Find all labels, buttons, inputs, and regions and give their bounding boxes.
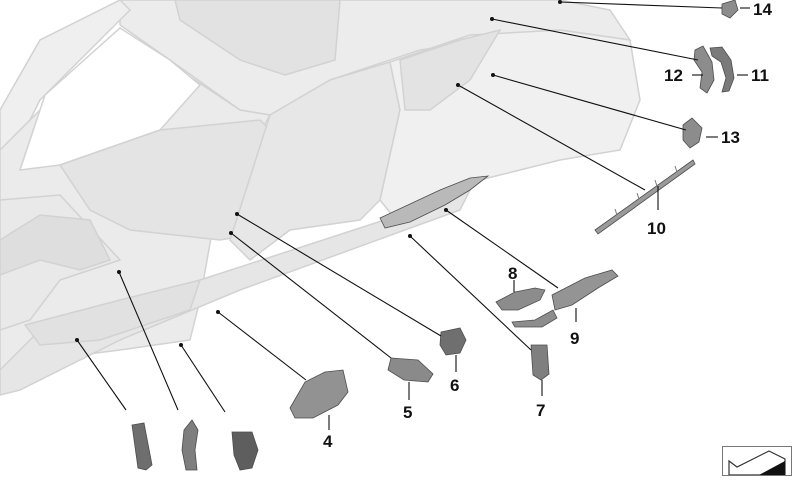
part-3 — [231, 431, 259, 471]
callout-8[interactable]: 8 — [508, 264, 518, 283]
part-14 — [721, 0, 739, 19]
part-13 — [682, 117, 703, 149]
callout-12[interactable]: 12 — [664, 66, 683, 85]
callout-13[interactable]: 13 — [721, 128, 740, 147]
callout-6[interactable]: 6 — [450, 376, 460, 395]
part-12 — [693, 45, 715, 94]
leader-lines — [76, 1, 750, 430]
callout-11[interactable]: 11 — [751, 66, 769, 85]
part-9 — [551, 269, 619, 311]
part-8 — [495, 287, 546, 311]
callout-7[interactable]: 7 — [536, 401, 546, 420]
part-10 — [594, 159, 696, 235]
car-body-shell — [0, 0, 641, 396]
sill-reinforcement — [379, 175, 490, 229]
leader-dots — [75, 0, 562, 347]
callout-14[interactable]: 14 — [753, 0, 772, 19]
page-turn-icon[interactable] — [722, 446, 792, 476]
part-2 — [181, 419, 199, 471]
parts — [131, 0, 739, 471]
part-7 — [530, 344, 550, 381]
part-1 — [131, 422, 153, 471]
part-6 — [439, 327, 467, 356]
callout-4[interactable]: 4 — [323, 432, 333, 451]
callout-10[interactable]: 10 — [647, 219, 666, 238]
page-turn-glyph — [728, 450, 786, 476]
callout-9[interactable]: 9 — [570, 329, 580, 348]
part-9-bracket — [511, 309, 558, 328]
callout-5[interactable]: 5 — [403, 403, 413, 422]
part-5 — [387, 357, 434, 383]
part-4 — [289, 369, 349, 419]
part-11 — [709, 46, 735, 93]
